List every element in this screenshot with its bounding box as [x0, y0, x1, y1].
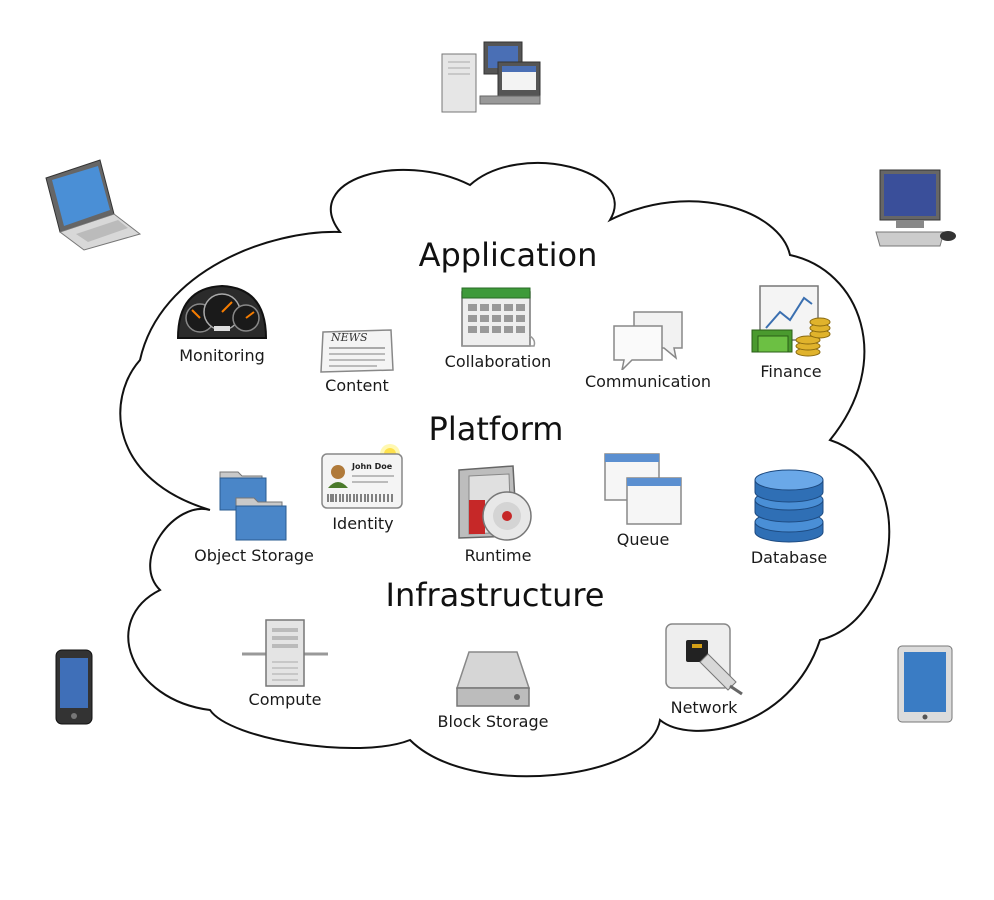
service-label-finance: Finance	[760, 362, 822, 381]
service-label-database: Database	[750, 548, 828, 567]
service-label-monitoring: Monitoring	[179, 346, 265, 365]
layer-title-application: Application	[418, 236, 598, 274]
service-block-storage[interactable]: Block Storage	[413, 648, 573, 731]
calendar-icon	[461, 287, 536, 347]
service-label-network: Network	[670, 698, 738, 717]
hard-drive-icon	[455, 651, 531, 707]
service-collaboration[interactable]: Collaboration	[418, 284, 578, 371]
service-communication[interactable]: Communication	[568, 308, 728, 391]
smartphone-icon	[55, 649, 93, 725]
newspaper-icon: NEWS	[320, 329, 394, 373]
laptop-icon	[45, 159, 142, 251]
service-finance[interactable]: Finance	[711, 282, 871, 381]
device-smartphone	[52, 648, 96, 726]
device-laptop	[40, 156, 144, 252]
service-compute[interactable]: Compute	[205, 618, 365, 709]
device-server-desktops	[440, 40, 544, 114]
service-runtime[interactable]: Runtime	[418, 462, 578, 565]
device-tablet	[894, 644, 956, 724]
service-label-communication: Communication	[584, 372, 712, 391]
folders-icon	[219, 471, 287, 541]
layer-title-platform: Platform	[428, 410, 564, 448]
software-package-cd-icon	[458, 465, 532, 541]
service-label-queue: Queue	[616, 530, 670, 549]
service-label-compute: Compute	[248, 690, 322, 709]
id-card-icon: John Doe	[321, 444, 403, 509]
dashboard-gauge-icon	[176, 284, 268, 339]
service-identity[interactable]: John Doe Identity	[283, 442, 443, 533]
server-tower-icon	[242, 619, 328, 687]
desktop-computer-icon	[875, 169, 956, 247]
service-label-identity: Identity	[332, 514, 394, 533]
service-object-storage[interactable]: Object Storage	[174, 464, 334, 565]
chat-bubbles-icon	[613, 311, 683, 370]
service-network[interactable]: Network	[624, 620, 784, 717]
database-cylinder-icon	[754, 469, 824, 543]
service-label-content: Content	[325, 376, 389, 395]
service-database[interactable]: Database	[709, 466, 869, 567]
service-label-runtime: Runtime	[464, 546, 532, 565]
device-desktop	[874, 168, 958, 250]
service-label-collaboration: Collaboration	[444, 352, 552, 371]
stacked-windows-icon	[604, 453, 682, 525]
layer-title-infrastructure: Infrastructure	[385, 576, 605, 614]
network-jack-icon	[665, 623, 743, 696]
finance-chart-money-icon	[751, 285, 831, 357]
service-queue[interactable]: Queue	[563, 450, 723, 549]
service-monitoring[interactable]: Monitoring	[142, 282, 302, 365]
id-card-name: John Doe	[351, 462, 393, 471]
service-label-block-storage: Block Storage	[437, 712, 549, 731]
newspaper-heading: NEWS	[330, 331, 368, 344]
service-content[interactable]: NEWS Content	[277, 326, 437, 395]
service-label-object-storage: Object Storage	[194, 546, 314, 565]
server-and-desktops-icon	[441, 41, 541, 113]
tablet-icon	[897, 645, 953, 723]
